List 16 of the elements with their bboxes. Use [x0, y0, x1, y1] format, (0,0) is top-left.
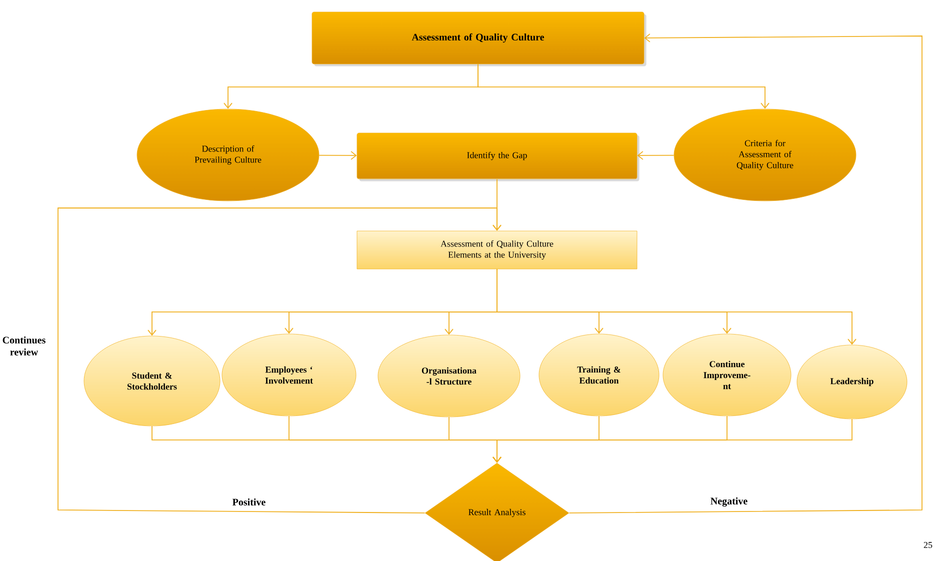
page-number: 25 — [918, 542, 937, 548]
ellipse-node: Criteria for Assessment of Quality Culture — [674, 108, 856, 202]
ellipse-node: Description of Prevailing Culture — [136, 108, 320, 202]
arrow — [318, 151, 357, 160]
arrow — [478, 64, 770, 109]
side-label: Continues review — [0, 336, 52, 356]
arrow — [568, 34, 922, 514]
arrow — [58, 208, 502, 514]
edge-label: Positive — [231, 497, 267, 506]
arrow — [492, 418, 852, 463]
process-box: Assessment of Quality Culture — [312, 12, 646, 66]
process-box: Assessment of Quality Culture Elements at the University — [356, 230, 638, 270]
arrow — [637, 151, 674, 160]
process-box: Identify the Gap — [356, 132, 640, 182]
arrow — [496, 268, 856, 345]
edge-label: Negative — [709, 496, 749, 508]
